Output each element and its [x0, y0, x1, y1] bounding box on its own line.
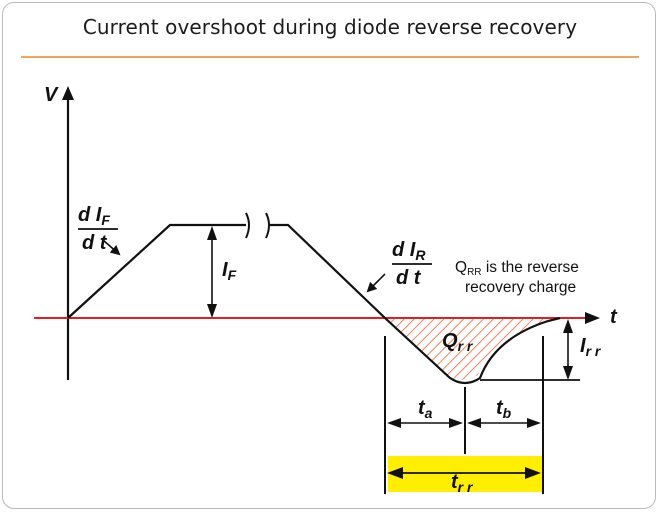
v-axis-arrowhead	[62, 86, 74, 100]
dif-dt-denominator: d t	[82, 232, 108, 254]
dif-dt-numerator: d IF	[78, 204, 110, 228]
trr-label: tr r	[451, 471, 474, 495]
ta-arrowhead-right	[449, 418, 463, 428]
trr-highlight-box	[388, 456, 542, 492]
if-arrowhead-bottom	[207, 304, 217, 318]
if-arrowhead-top	[207, 226, 217, 240]
current-waveform-rise	[67, 223, 246, 319]
tb-label: tb	[496, 397, 512, 421]
ta-label: ta	[418, 397, 433, 421]
dir-dt-numerator: d IR	[392, 239, 426, 263]
dir-dt-pointer	[366, 273, 386, 293]
qrr-hatched-area	[385, 318, 558, 380]
if-label: IF	[222, 259, 237, 283]
v-axis-label: V	[44, 84, 59, 106]
t-axis-arrowhead	[585, 312, 600, 324]
qrr-note-line1: QRR is the reverse	[455, 259, 579, 278]
tb-arrowhead-right	[527, 418, 541, 428]
tb-arrowhead-left	[467, 418, 481, 428]
t-axis-label: t	[610, 306, 618, 328]
diagram-frame: Current overshoot during diode reverse r…	[2, 2, 656, 509]
dif-dt-pointer	[102, 239, 121, 256]
trr-arrowhead-right	[525, 467, 541, 479]
irr-arrowhead-bottom	[563, 366, 573, 380]
title-underline	[21, 56, 639, 58]
break-mark-right	[265, 212, 270, 239]
current-waveform-fall	[270, 223, 561, 385]
qrr-note-line2: recovery charge	[465, 279, 576, 296]
trr-arrowhead-left	[387, 467, 403, 479]
qrr-label: Qr r	[442, 330, 474, 354]
irr-arrowhead-top	[563, 319, 573, 333]
break-mark-left	[245, 212, 250, 239]
irr-label: Ir r	[580, 335, 602, 359]
dir-dt-denominator: d t	[396, 267, 422, 289]
diagram-title: Current overshoot during diode reverse r…	[82, 15, 578, 39]
ta-arrowhead-left	[387, 418, 401, 428]
